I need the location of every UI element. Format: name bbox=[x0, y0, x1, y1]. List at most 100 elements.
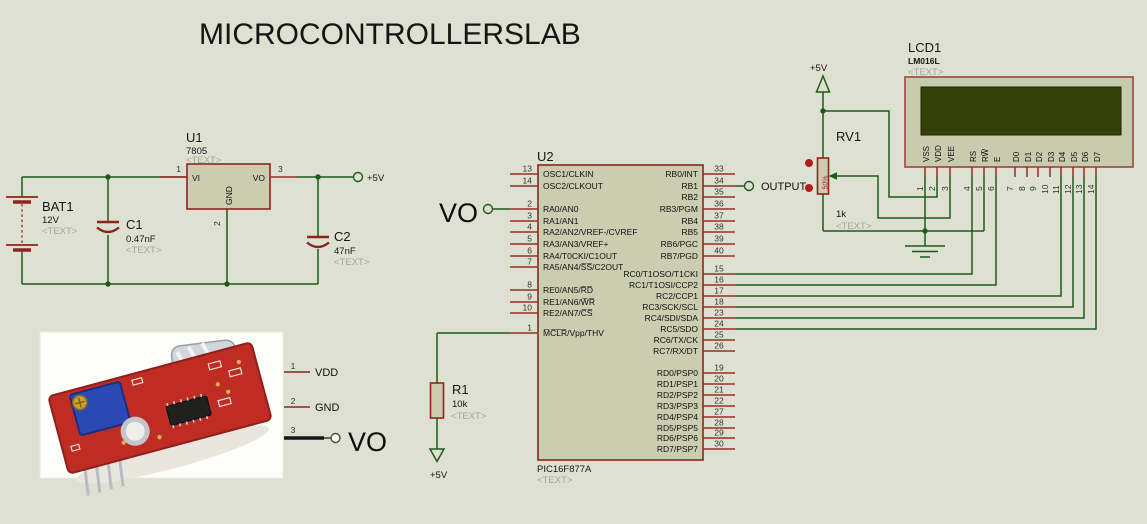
c1-placeholder: <TEXT> bbox=[126, 245, 162, 256]
svg-text:RD2/PSP2: RD2/PSP2 bbox=[657, 390, 698, 400]
lcd-placeholder: <TEXT> bbox=[908, 67, 944, 78]
svg-text:37: 37 bbox=[714, 211, 724, 221]
svg-text:RS: RS bbox=[969, 151, 978, 162]
c2-value: 47nF bbox=[334, 246, 356, 257]
svg-text:RC3/SCK/SCL: RC3/SCK/SCL bbox=[642, 302, 698, 312]
svg-text:D2: D2 bbox=[1035, 151, 1044, 162]
sensor-shadow bbox=[75, 425, 270, 484]
lcd-part: LM016L bbox=[908, 56, 940, 66]
svg-text:4: 4 bbox=[962, 186, 972, 191]
svg-text:RB3/PGM: RB3/PGM bbox=[660, 204, 698, 214]
svg-text:13: 13 bbox=[1074, 184, 1084, 194]
svg-text:2: 2 bbox=[927, 186, 937, 191]
svg-text:RD7/PSP7: RD7/PSP7 bbox=[657, 444, 698, 454]
sensor-pin1-label: VDD bbox=[315, 367, 338, 379]
svg-text:23: 23 bbox=[714, 308, 724, 318]
svg-text:15: 15 bbox=[714, 264, 724, 274]
svg-text:D5: D5 bbox=[1070, 151, 1079, 162]
svg-text:13: 13 bbox=[523, 164, 533, 174]
junction-dots bbox=[105, 108, 928, 287]
c2-ref: C2 bbox=[334, 229, 351, 244]
rv1-decrease-control[interactable] bbox=[805, 184, 813, 192]
c1-ref: C1 bbox=[126, 217, 143, 232]
sensor-hole bbox=[120, 416, 150, 446]
mcu-right-pin-numbers: 33 34 35 36 37 38 39 40 15 16 17 18 23 2… bbox=[714, 164, 724, 449]
mcu-ref: U2 bbox=[537, 149, 554, 164]
sensor-pinout: 1 VDD 2 GND 3 VO bbox=[284, 361, 387, 457]
mcu-right-pin-names: RB0/INT RB1 RB2 RB3/PGM RB4 RB5 RB6/PGC … bbox=[623, 169, 698, 454]
svg-text:36: 36 bbox=[714, 199, 724, 209]
svg-text:VSS: VSS bbox=[922, 146, 931, 162]
svg-text:7: 7 bbox=[1005, 186, 1015, 191]
svg-text:RD1/PSP1: RD1/PSP1 bbox=[657, 379, 698, 389]
resistor-r1-body[interactable] bbox=[429, 382, 445, 419]
svg-text:34: 34 bbox=[714, 176, 724, 186]
svg-text:RB0/INT: RB0/INT bbox=[665, 169, 698, 179]
r1-ref: R1 bbox=[452, 382, 469, 397]
vo-input-terminal[interactable] bbox=[482, 203, 494, 215]
u1-pin-vi-label: VI bbox=[192, 173, 200, 183]
svg-text:11: 11 bbox=[1051, 185, 1061, 194]
svg-text:OSC2/CLKOUT: OSC2/CLKOUT bbox=[543, 181, 603, 191]
svg-text:1: 1 bbox=[527, 323, 532, 333]
svg-text:9: 9 bbox=[527, 292, 532, 302]
svg-text:RA2/AN2/VREF-/CVREF: RA2/AN2/VREF-/CVREF bbox=[543, 227, 637, 237]
svg-text:RA0/AN0: RA0/AN0 bbox=[543, 204, 579, 214]
page-title: MICROCONTROLLERSLAB bbox=[199, 18, 581, 51]
power-supply-wires[interactable] bbox=[21, 176, 354, 285]
sensor-pin1-number: 1 bbox=[291, 361, 296, 371]
rv1-ref: RV1 bbox=[836, 129, 861, 144]
svg-text:17: 17 bbox=[714, 286, 724, 296]
u1-pin-gnd-label: GND bbox=[224, 186, 234, 205]
svg-text:27: 27 bbox=[714, 407, 724, 417]
sensor-pin2-number: 2 bbox=[291, 396, 296, 406]
vo-input-label: VO bbox=[439, 198, 478, 228]
mcu-right-and-lcd-wires[interactable] bbox=[735, 92, 1097, 330]
svg-text:RB5: RB5 bbox=[681, 227, 698, 237]
lcd-screen bbox=[920, 86, 1122, 136]
svg-text:RA1/AN1: RA1/AN1 bbox=[543, 216, 579, 226]
mcu-u2-body[interactable] bbox=[537, 164, 704, 461]
u1-pin3-number: 3 bbox=[278, 164, 283, 174]
svg-text:3: 3 bbox=[940, 186, 950, 191]
svg-text:RD5/PSP5: RD5/PSP5 bbox=[657, 423, 698, 433]
svg-text:RA4/T0CKI/C1OUT: RA4/T0CKI/C1OUT bbox=[543, 251, 617, 261]
svg-text:40: 40 bbox=[714, 246, 724, 256]
svg-text:6: 6 bbox=[986, 186, 996, 191]
svg-text:RB2: RB2 bbox=[681, 192, 698, 202]
u1-pin1-number: 1 bbox=[176, 164, 181, 174]
svg-text:RB4: RB4 bbox=[681, 216, 698, 226]
battery-bat1[interactable] bbox=[6, 196, 38, 252]
capacitor-c2[interactable] bbox=[306, 235, 330, 249]
regulator-u1-body[interactable] bbox=[186, 163, 271, 210]
svg-text:D6: D6 bbox=[1081, 151, 1090, 162]
svg-text:2: 2 bbox=[527, 199, 532, 209]
lcd-ref: LCD1 bbox=[908, 40, 941, 55]
plus5v-terminal[interactable] bbox=[352, 171, 364, 183]
mcu-left-pin-numbers: 13 14 2 3 4 5 6 7 8 9 10 1 bbox=[523, 164, 533, 333]
sensor-pin3-number: 3 bbox=[291, 425, 296, 435]
svg-text:19: 19 bbox=[714, 363, 724, 373]
svg-text:RC6/TX/CK: RC6/TX/CK bbox=[654, 335, 699, 345]
svg-text:8: 8 bbox=[1017, 186, 1027, 191]
c2-placeholder: <TEXT> bbox=[334, 257, 370, 268]
capacitor-c1[interactable] bbox=[96, 220, 120, 234]
c1-value: 0.47nF bbox=[126, 234, 156, 245]
sensor-header-pins bbox=[83, 457, 125, 496]
svg-text:8: 8 bbox=[527, 280, 532, 290]
svg-text:4: 4 bbox=[527, 222, 532, 232]
rv1-increase-control[interactable] bbox=[805, 159, 813, 167]
r1-power-arrow bbox=[428, 448, 446, 464]
battery-placeholder: <TEXT> bbox=[42, 226, 78, 237]
mcu-left-wires[interactable] bbox=[436, 208, 510, 449]
battery-value: 12V bbox=[42, 215, 60, 226]
rv1-wiper-arrow bbox=[828, 172, 837, 180]
svg-text:20: 20 bbox=[714, 374, 724, 384]
sensor-vo-terminal[interactable] bbox=[330, 432, 341, 444]
svg-text:OSC1/CLKIN: OSC1/CLKIN bbox=[543, 169, 594, 179]
svg-text:RC2/CCP1: RC2/CCP1 bbox=[656, 291, 698, 301]
svg-text:D0: D0 bbox=[1012, 151, 1021, 162]
output-terminal[interactable] bbox=[743, 180, 755, 192]
